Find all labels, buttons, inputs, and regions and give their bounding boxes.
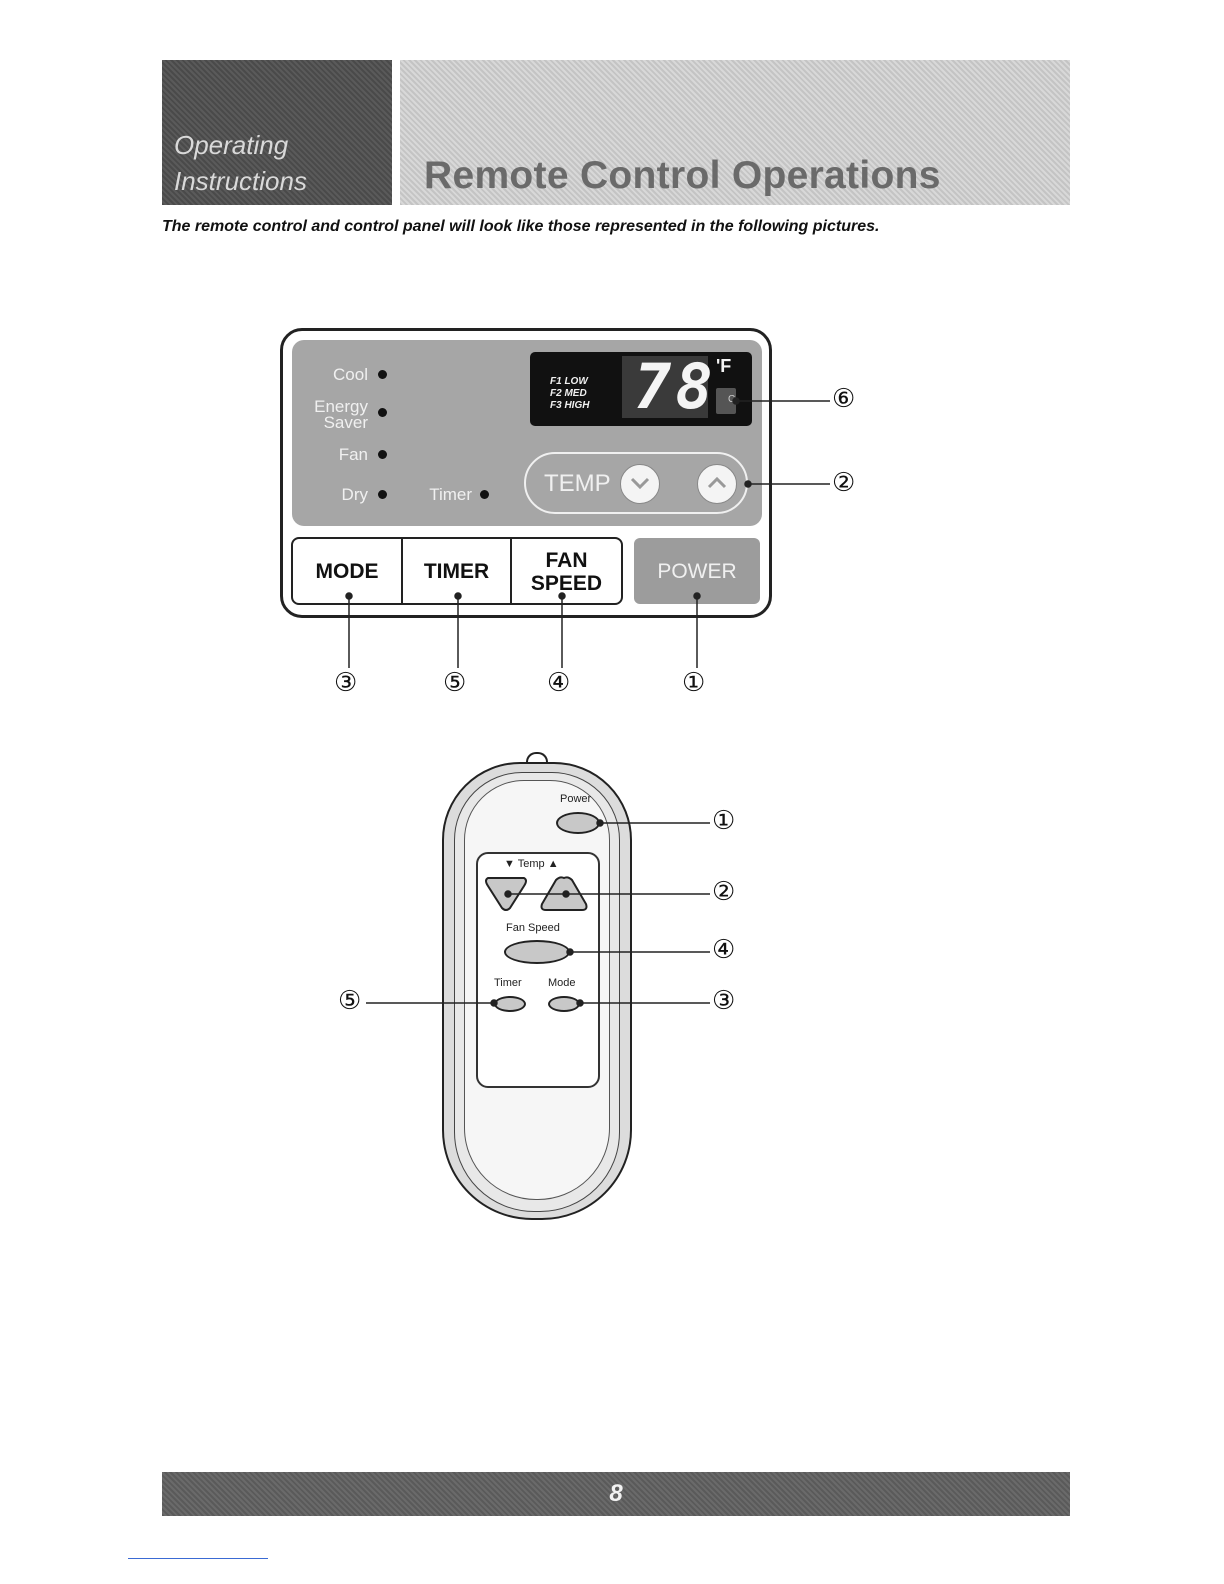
- remote-callout-timer: ⑤: [338, 986, 361, 1016]
- remote-callout-fan-speed: ④: [712, 935, 735, 965]
- footer-link-rule: [128, 1558, 268, 1559]
- remote-callout-temp: ②: [712, 877, 735, 907]
- remote-callout-power: ①: [712, 806, 735, 836]
- remote-callout-mode: ③: [712, 986, 735, 1016]
- page-number: 8: [162, 1480, 1070, 1508]
- leader-dot: [563, 891, 569, 897]
- footer-bar: 8: [162, 1472, 1070, 1516]
